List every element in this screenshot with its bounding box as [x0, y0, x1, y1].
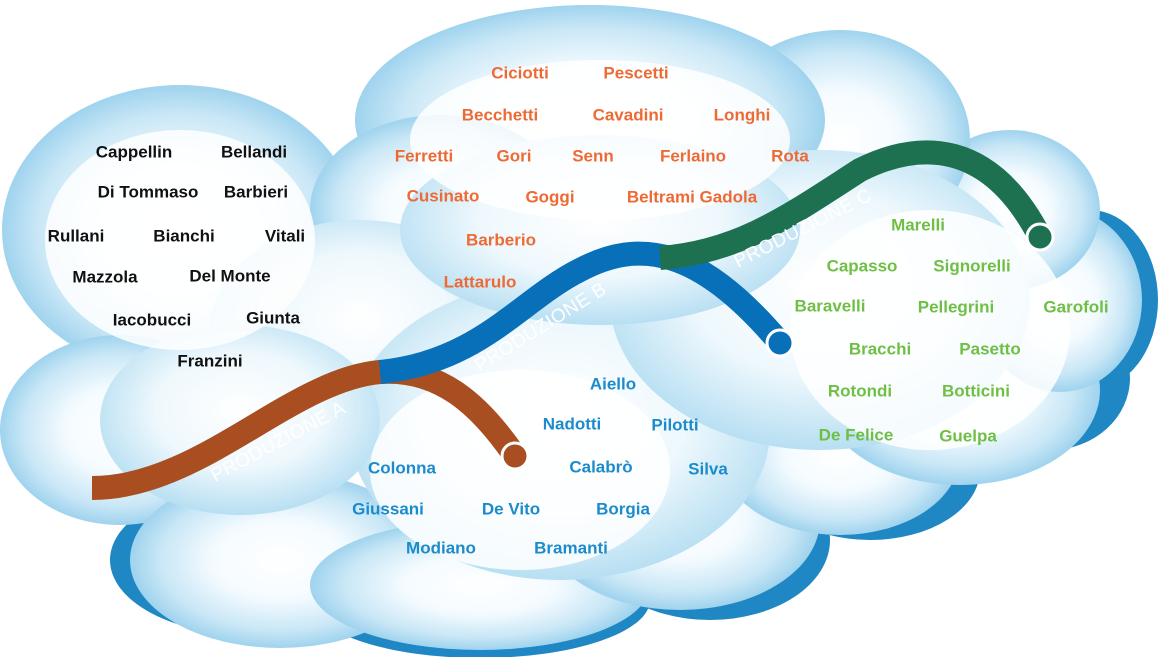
name-label: Barbieri: [223, 182, 289, 202]
name-label: Ferlaino: [659, 146, 727, 166]
name-label: Bianchi: [153, 226, 215, 246]
name-label: De Felice: [818, 425, 894, 445]
name-label: Capasso: [826, 256, 898, 276]
name-label: Aiello: [589, 374, 637, 394]
name-label: Garofoli: [1043, 297, 1109, 317]
name-label: Barberio: [466, 230, 536, 250]
name-label: Rullani: [47, 226, 105, 246]
route-a-end-dot: [500, 441, 530, 471]
name-label: Silva: [688, 459, 728, 479]
name-label: Gori: [496, 146, 532, 166]
route-c-end-dot: [1025, 222, 1055, 252]
name-label: Goggi: [525, 187, 575, 207]
name-label: Baravelli: [794, 296, 866, 316]
name-label: Becchetti: [461, 105, 539, 125]
name-label: Ferretti: [394, 146, 454, 166]
name-label: Cusinato: [406, 186, 480, 206]
name-label: Guelpa: [939, 426, 997, 446]
name-label: Pasetto: [959, 339, 1021, 359]
name-label: Modiano: [406, 538, 476, 558]
name-label: Bracchi: [848, 339, 912, 359]
name-label: Rota: [771, 146, 809, 166]
name-label: Del Monte: [189, 266, 271, 286]
name-label: Calabrò: [569, 457, 633, 477]
name-label: Signorelli: [933, 256, 1011, 276]
name-label: Pellegrini: [917, 297, 995, 317]
cloud-highlights: [45, 60, 1070, 570]
name-label: Longhi: [713, 105, 771, 125]
name-label: Cappellin: [95, 142, 173, 162]
name-label: Franzini: [177, 351, 243, 371]
name-label: Di Tommaso: [97, 182, 199, 202]
name-label: Rotondi: [827, 381, 893, 401]
name-label: Pescetti: [603, 63, 669, 83]
name-label: Pilotti: [651, 415, 699, 435]
name-label: Ciciotti: [491, 63, 549, 83]
name-label: Marelli: [891, 215, 945, 235]
name-label: Lattarulo: [443, 272, 517, 292]
name-label: Beltrami Gadola: [626, 187, 758, 207]
name-label: Bramanti: [534, 538, 608, 558]
name-label: Giussani: [352, 499, 424, 519]
name-label: Iacobucci: [112, 310, 192, 330]
name-label: Botticini: [942, 381, 1010, 401]
name-label: De Vito: [481, 499, 541, 519]
name-label: Colonna: [368, 458, 436, 478]
name-label: Bellandi: [220, 142, 288, 162]
name-label: Nadotti: [542, 414, 602, 434]
name-label: Mazzola: [72, 267, 138, 287]
name-label: Giunta: [246, 308, 300, 328]
name-label: Cavadini: [592, 105, 664, 125]
name-label: Vitali: [264, 226, 306, 246]
route-b-end-dot: [765, 328, 795, 358]
name-label: Borgia: [596, 499, 650, 519]
name-label: Senn: [572, 146, 614, 166]
